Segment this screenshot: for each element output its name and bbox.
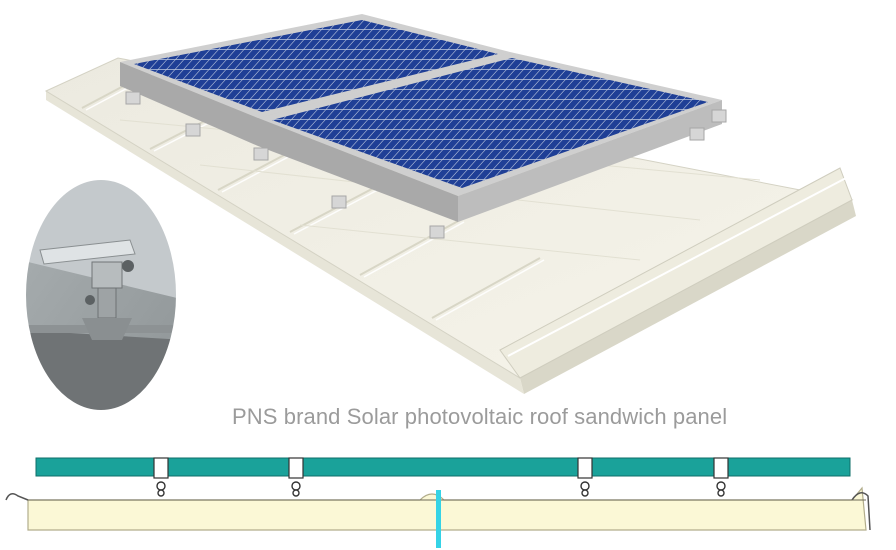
cross-section-diagram — [5, 457, 871, 548]
clamp-close-up-photo — [24, 178, 178, 412]
caption-text: PNS brand Solar photovoltaic roof sandwi… — [232, 404, 728, 429]
seam-line — [436, 490, 441, 548]
pv-module-bar — [35, 457, 851, 477]
roof-clamps — [125, 91, 727, 239]
solar-module-right — [258, 52, 722, 222]
clamp-bracket-icon — [153, 457, 729, 479]
